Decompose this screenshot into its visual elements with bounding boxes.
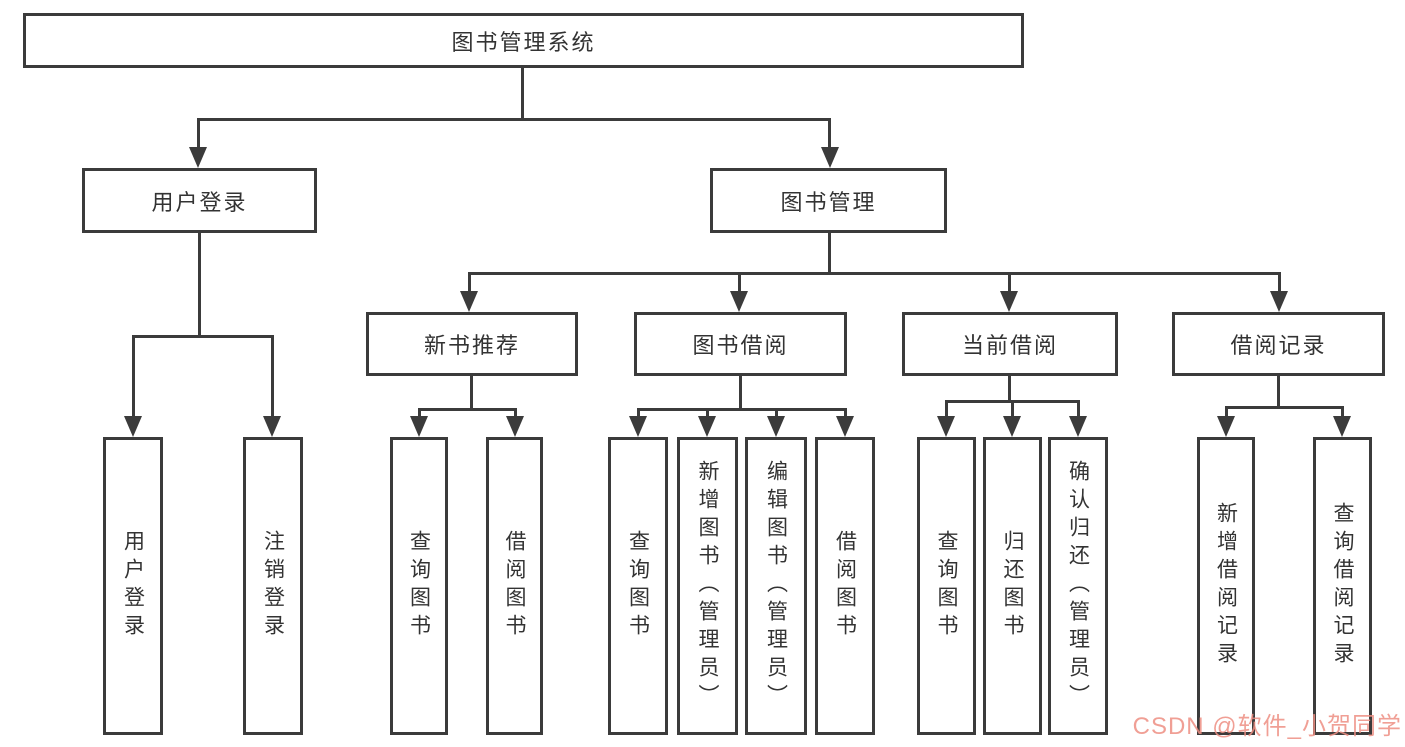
connector-br-drop-left — [1225, 406, 1228, 418]
node-book-borrow: 图书借阅 — [634, 312, 847, 376]
arrow-to-bb-query-icon — [629, 416, 647, 437]
arrow-to-user-login-icon — [189, 147, 207, 168]
arrow-to-bb-edit-icon — [767, 416, 785, 437]
connector-root-drop-right — [828, 118, 831, 150]
node-root: 图书管理系统 — [23, 13, 1024, 68]
connector-drop-borrow-record — [1278, 272, 1281, 296]
node-cb-return-book: 归还图书 — [983, 437, 1042, 735]
connector-bb-drop-2 — [706, 408, 709, 420]
node-borrow-record: 借阅记录 — [1172, 312, 1385, 376]
node-nbr-borrow-book: 借阅图书 — [486, 437, 543, 735]
arrow-to-current-borrow-icon — [1000, 291, 1018, 312]
arrow-to-cb-query-icon — [937, 416, 955, 437]
connector-user-login-hline — [132, 335, 274, 338]
connector-nbr-drop-right — [514, 408, 517, 420]
node-bb-edit-book: 编辑图书（管理员） — [745, 437, 807, 735]
arrow-to-nbr-query-icon — [410, 416, 428, 437]
node-br-query-record: 查询借阅记录 — [1313, 437, 1372, 735]
connector-bb-drop-3 — [775, 408, 778, 420]
arrow-to-book-mgmt-icon — [821, 147, 839, 168]
arrow-to-book-borrow-icon — [730, 291, 748, 312]
node-nbr-query-book: 查询图书 — [390, 437, 448, 735]
connector-root-drop-left — [197, 118, 200, 150]
csdn-watermark: CSDN @软件_小贺同学 — [1132, 713, 1402, 740]
node-bb-add-book: 新增图书（管理员） — [677, 437, 738, 735]
arrow-to-bb-borrow-icon — [836, 416, 854, 437]
connector-cb-drop-2 — [1011, 400, 1014, 418]
connector-bb-drop-1 — [637, 408, 640, 420]
connector-drop-book-borrow — [738, 272, 741, 296]
connector-br-drop-right — [1341, 406, 1344, 418]
connector-nbr-hline — [418, 408, 517, 411]
arrow-to-br-query-icon — [1333, 416, 1351, 437]
connector-drop-current-borrow — [1008, 272, 1011, 296]
node-br-add-record: 新增借阅记录 — [1197, 437, 1255, 735]
arrow-to-br-add-icon — [1217, 416, 1235, 437]
connector-nbr-stem — [470, 376, 473, 408]
connector-book-mgmt-stem — [828, 233, 831, 274]
connector-br-stem — [1277, 376, 1280, 408]
node-current-borrow: 当前借阅 — [902, 312, 1118, 376]
node-user-login: 用户登录 — [82, 168, 317, 233]
node-bb-borrow-book: 借阅图书 — [815, 437, 875, 735]
node-cb-confirm-return: 确认归还（管理员） — [1048, 437, 1108, 735]
arrow-to-bb-add-icon — [698, 416, 716, 437]
connector-book-mgmt-hline — [468, 272, 1281, 275]
node-ul-login: 用户登录 — [103, 437, 163, 735]
connector-bb-drop-4 — [844, 408, 847, 420]
node-bb-query-book: 查询图书 — [608, 437, 668, 735]
connector-cb-stem — [1008, 376, 1011, 403]
connector-root-hline — [197, 118, 831, 121]
connector-user-login-drop-left — [132, 335, 135, 419]
arrow-to-ul-login-icon — [124, 416, 142, 437]
connector-cb-drop-1 — [945, 400, 948, 418]
arrow-to-borrow-record-icon — [1270, 291, 1288, 312]
arrow-to-ul-logout-icon — [263, 416, 281, 437]
connector-user-login-stem — [198, 233, 201, 335]
arrow-to-cb-confirm-icon — [1069, 416, 1087, 437]
connector-bb-hline — [637, 408, 847, 411]
connector-bb-stem — [739, 376, 742, 408]
node-book-mgmt: 图书管理 — [710, 168, 947, 233]
connector-user-login-drop-right — [271, 335, 274, 419]
node-ul-logout: 注销登录 — [243, 437, 303, 735]
connector-nbr-drop-left — [418, 408, 421, 420]
connector-root-stem — [521, 68, 524, 120]
connector-cb-drop-3 — [1077, 400, 1080, 418]
node-new-book-rec: 新书推荐 — [366, 312, 578, 376]
arrow-to-cb-return-icon — [1003, 416, 1021, 437]
arrow-to-new-book-rec-icon — [460, 291, 478, 312]
node-cb-query-book: 查询图书 — [917, 437, 976, 735]
connector-br-hline — [1225, 406, 1344, 409]
arrow-to-nbr-borrow-icon — [506, 416, 524, 437]
connector-drop-new-book-rec — [468, 272, 471, 296]
